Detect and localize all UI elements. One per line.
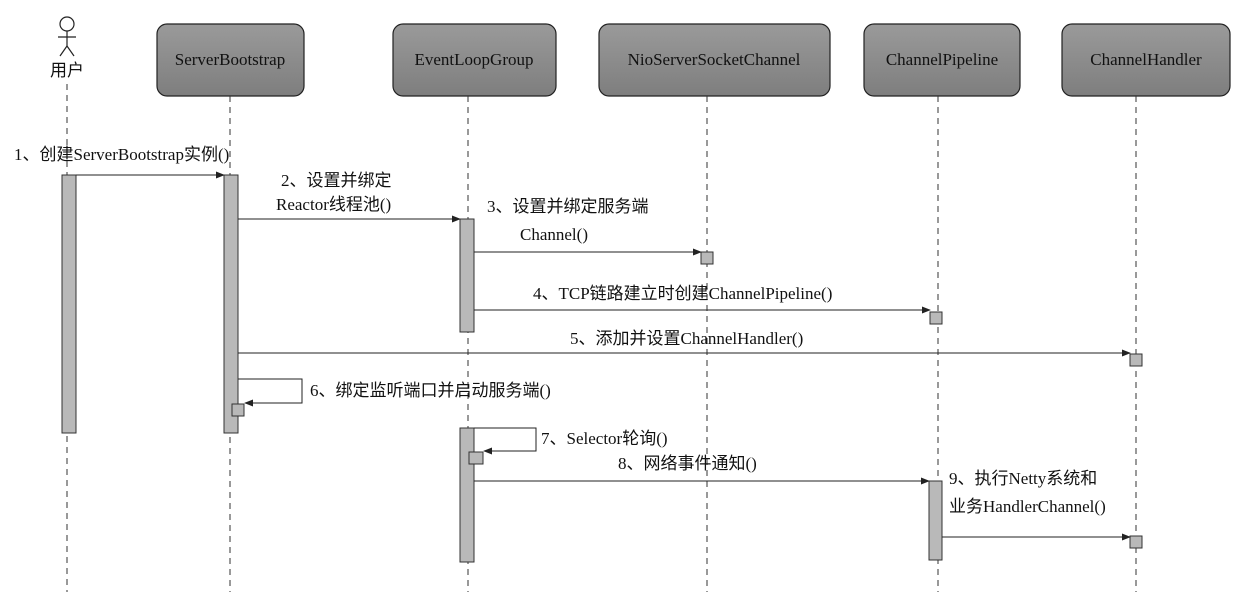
- message-label: Channel(): [520, 225, 588, 244]
- message-8: 8、网络事件通知(): [474, 454, 930, 485]
- message-1: 1、创建ServerBootstrap实例(): [14, 145, 229, 179]
- participant-label: NioServerSocketChannel: [628, 50, 801, 69]
- participant-label: ChannelPipeline: [886, 50, 998, 69]
- message-label: 3、设置并绑定服务端: [487, 197, 649, 216]
- participant-handler: ChannelHandler: [1061, 23, 1231, 97]
- participant-nio: NioServerSocketChannel: [598, 23, 831, 97]
- message-label: 2、设置并绑定: [281, 171, 392, 190]
- message-label: 7、Selector轮询(): [541, 429, 668, 448]
- activation-user: [61, 174, 77, 434]
- message-2: 2、设置并绑定 Reactor线程池(): [238, 171, 461, 223]
- activation-elg-2: [459, 427, 475, 563]
- message-7: 7、Selector轮询(): [474, 427, 668, 455]
- participant-label: EventLoopGroup: [415, 50, 534, 69]
- activation-elg-1: [459, 218, 475, 333]
- message-label: 4、TCP链路建立时创建ChannelPipeline(): [533, 284, 832, 303]
- actor-head-icon: [59, 16, 75, 32]
- participant-label: ChannelHandler: [1090, 50, 1202, 69]
- message-label: 1、创建ServerBootstrap实例(): [14, 145, 229, 164]
- activation-handler-1: [1129, 353, 1143, 367]
- message-label: 9、执行Netty系统和: [949, 469, 1097, 488]
- activation-nio: [700, 251, 714, 265]
- message-6: 6、绑定监听端口并启动服务端(): [238, 378, 551, 407]
- activation-pipeline-1: [929, 311, 943, 325]
- activation-bootstrap: [223, 174, 239, 434]
- participant-label: ServerBootstrap: [175, 50, 285, 69]
- message-5: 5、添加并设置ChannelHandler(): [238, 329, 1131, 357]
- activation-bootstrap-self: [231, 403, 245, 417]
- message-label: 6、绑定监听端口并启动服务端(): [310, 381, 551, 400]
- participant-elg: EventLoopGroup: [392, 23, 557, 97]
- message-label: 业务HandlerChannel(): [949, 497, 1106, 516]
- message-4: 4、TCP链路建立时创建ChannelPipeline(): [474, 284, 931, 314]
- activation-handler-2: [1129, 535, 1143, 549]
- message-label: 5、添加并设置ChannelHandler(): [570, 329, 803, 348]
- actor-user: 用户: [50, 16, 84, 80]
- activation-elg-self: [468, 451, 484, 465]
- actor-label: 用户: [50, 61, 84, 80]
- message-label: Reactor线程池(): [276, 195, 391, 214]
- activation-pipeline-2: [928, 480, 943, 561]
- message-3: 3、设置并绑定服务端 Channel(): [474, 197, 702, 256]
- participant-pipeline: ChannelPipeline: [863, 23, 1021, 97]
- participant-bootstrap: ServerBootstrap: [156, 23, 305, 97]
- message-9: 9、执行Netty系统和 业务HandlerChannel(): [942, 469, 1131, 541]
- message-label: 8、网络事件通知(): [618, 454, 757, 473]
